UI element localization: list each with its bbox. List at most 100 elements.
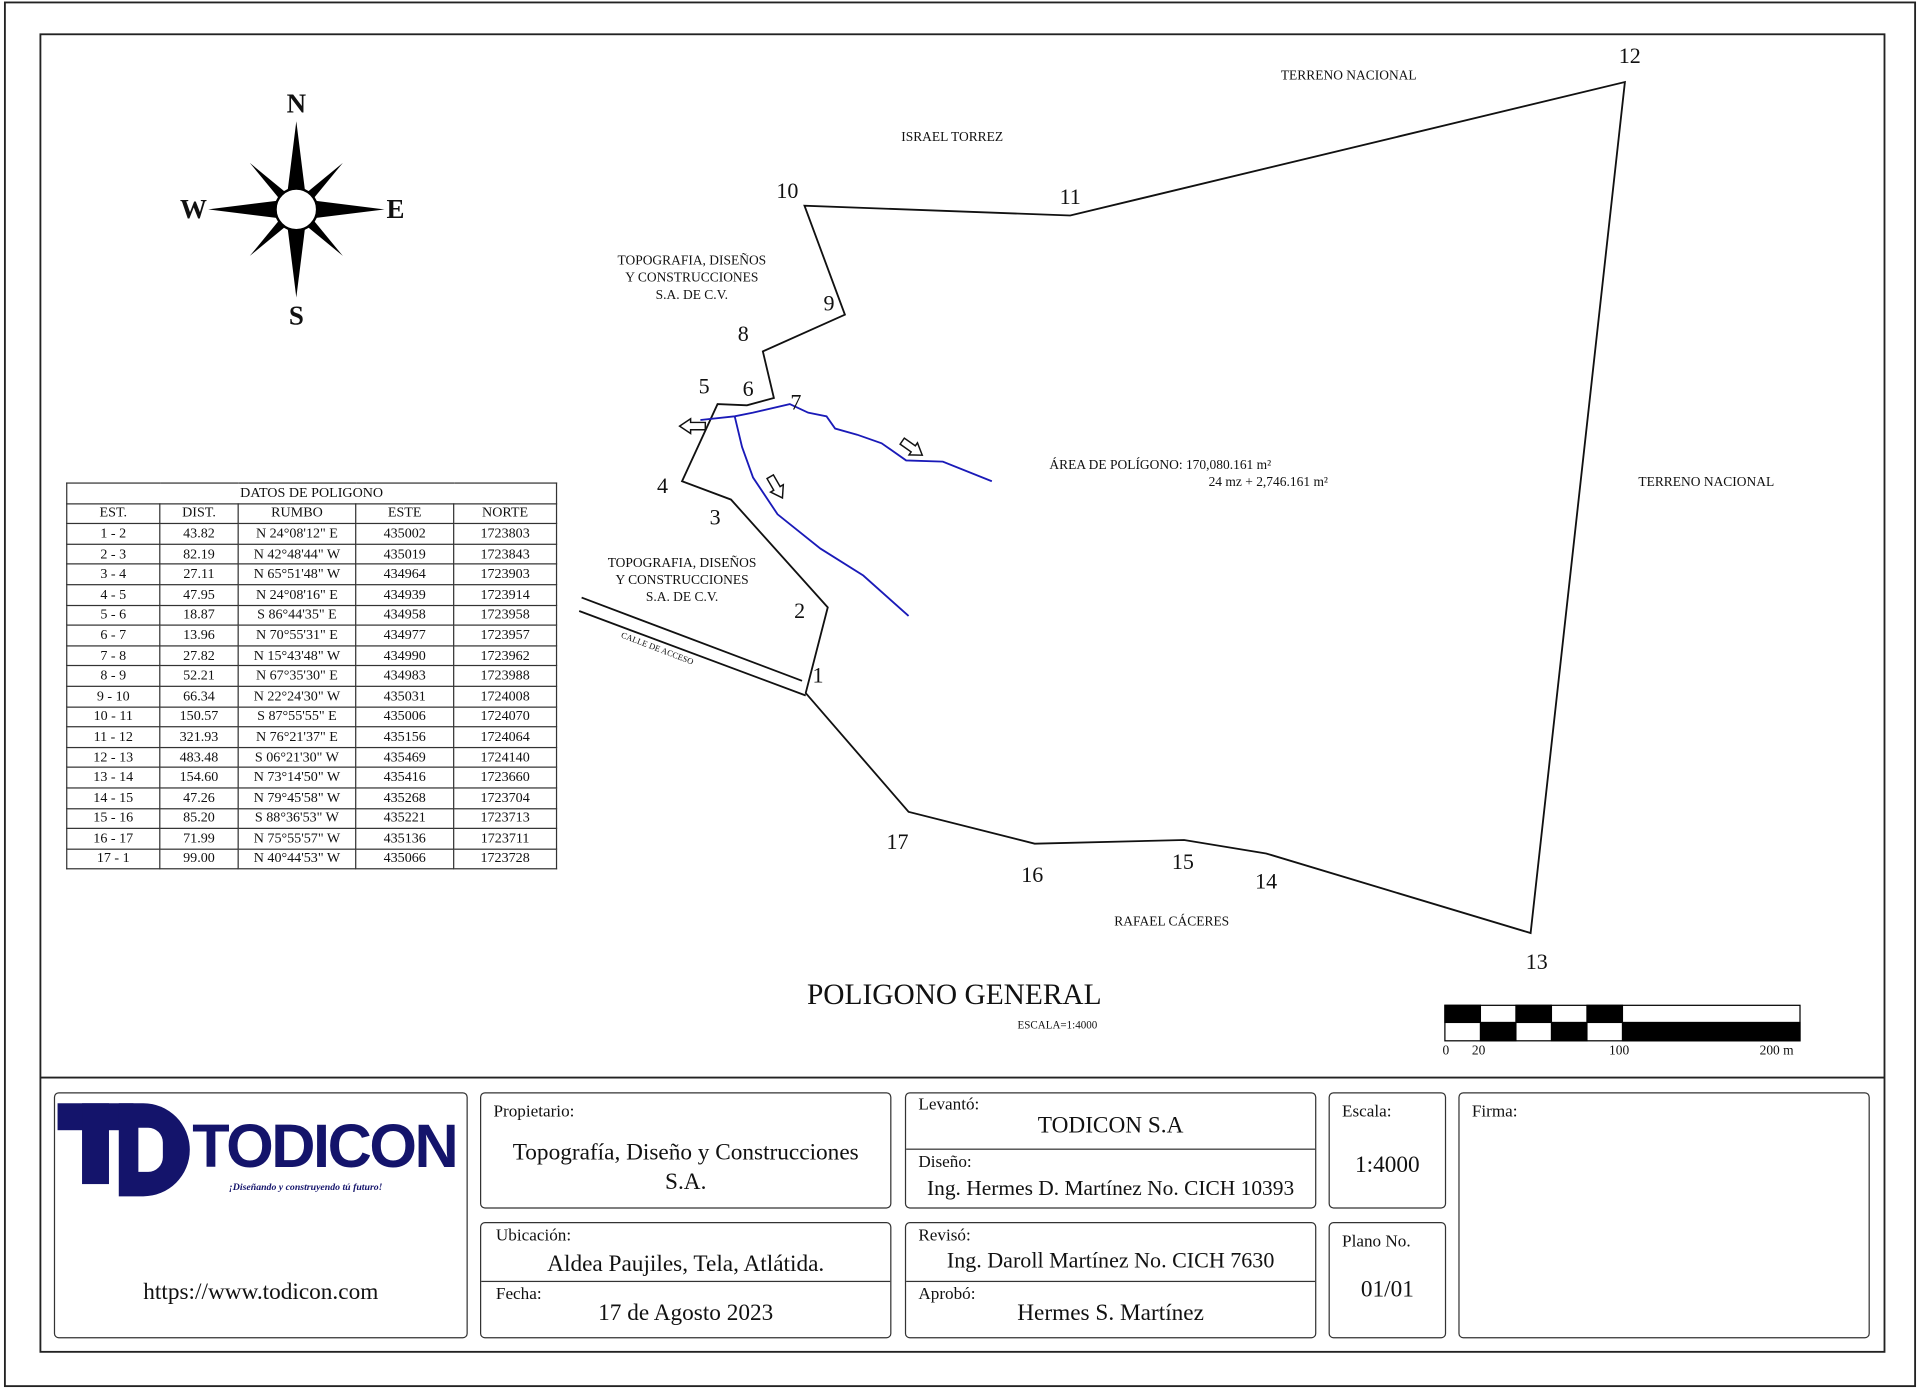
cell-rumbo: S 86°44'35" E [237,604,357,626]
date-label: Fecha: [495,1285,542,1305]
cell-este: 435136 [355,827,455,850]
cell-rumbo: S 87°55'55" E [237,705,357,728]
todicon-logo-mark [57,1103,193,1197]
scale-box: Escala: 1:4000 [1328,1092,1447,1209]
cell-rumbo: N 79°45'58" W [237,787,357,809]
cell-est: 2 - 3 [66,543,161,565]
cell-norte: 1723704 [453,787,558,809]
scale-label: 0 [1442,1043,1450,1058]
surveyed-by-label: Levantó: [918,1095,980,1115]
surveyed-designed-box: Levantó: TODICON S.A Diseño: Ing. Hermes… [904,1092,1317,1209]
cell-est: 6 - 7 [66,624,161,647]
drawing-scale-note: ESCALA=1:4000 [1017,1018,1098,1032]
signature-box: Firma: [1458,1092,1870,1339]
cell-dist: 13.96 [159,624,239,647]
cell-este: 434964 [355,563,455,586]
scale-box-label: Escala: [1342,1103,1392,1122]
cell-norte: 1724064 [453,726,558,748]
compass-rose-icon [208,121,385,298]
neighbor-line: Y CONSTRUCCIONES [625,270,759,286]
cell-este: 435066 [355,848,455,870]
cell-norte: 1724070 [453,705,558,728]
cell-est: 16 - 17 [66,827,161,850]
cell-este: 434939 [355,584,455,606]
sheet-number-box: Plano No. 01/01 [1328,1222,1447,1339]
cell-est: 3 - 4 [66,563,161,586]
cell-norte: 1723713 [453,807,558,830]
vertex-label: 2 [794,598,806,623]
reviewed-by-value: Ing. Daroll Martínez No. CICH 7630 [946,1247,1275,1273]
cell-rumbo: N 40°44'53" W [237,848,357,870]
graphic-scale-bar [1444,1004,1801,1042]
sheet-number-label: Plano No. [1342,1233,1411,1252]
cell-este: 434983 [355,665,455,687]
neighbor-west-1: TOPOGRAFIA, DISEÑOS Y CONSTRUCCIONES S.A… [600,252,784,303]
col-est: EST. [66,502,161,525]
table-title: DATOS DE POLIGONO [66,482,558,504]
cell-dist: 47.95 [159,584,239,606]
cell-norte: 1723914 [453,584,558,606]
owner-box: Propietario: Topografía, Diseño y Constr… [480,1092,892,1209]
cell-est: 17 - 1 [66,848,161,870]
cell-est: 15 - 16 [66,807,161,830]
col-rumbo: RUMBO [237,502,357,525]
cell-est: 11 - 12 [66,726,161,748]
cell-norte: 1723711 [453,827,558,850]
vertex-label: 17 [886,829,909,855]
location-box: Ubicación: Aldea Paujiles, Tela, Atlátid… [480,1222,892,1339]
cell-este: 435031 [355,685,455,708]
website-link[interactable]: https://www.todicon.com [143,1279,379,1306]
cell-este: 434990 [355,645,455,667]
compass-south: S [288,300,304,331]
flow-arrow-icon [678,417,924,500]
cell-este: 435002 [355,523,455,545]
cell-este: 434958 [355,604,455,626]
owner-value-2: S.A. [665,1169,707,1196]
sheet-number-value: 01/01 [1360,1277,1414,1303]
vertex-label: 8 [737,321,749,346]
vertex-label: 5 [698,374,710,399]
cell-dist: 52.21 [159,665,239,687]
cell-rumbo: N 65°51'48" W [237,563,357,586]
cell-norte: 1723988 [453,665,558,687]
neighbor-south: RAFAEL CÁCERES [1114,914,1230,930]
cell-dist: 47.26 [159,787,239,809]
cell-est: 9 - 10 [66,685,161,708]
vertex-label: 9 [823,290,835,316]
vertex-label: 3 [709,505,721,530]
cell-este: 435156 [355,726,455,748]
cell-rumbo: N 70°55'31" E [237,624,357,647]
cell-rumbo: N 76°21'37" E [237,726,357,748]
cell-norte: 1723962 [453,645,558,667]
designed-by-value: Ing. Hermes D. Martínez No. CICH 10393 [926,1175,1295,1201]
neighbor-east: TERRENO NACIONAL [1638,475,1775,490]
cell-este: 435416 [355,766,455,789]
cell-norte: 1724140 [453,746,558,769]
access-road [578,596,807,697]
cell-dist: 321.93 [159,726,239,748]
cell-este: 435268 [355,787,455,809]
scale-label: 200 m [1759,1043,1794,1058]
cell-dist: 85.20 [159,807,239,830]
cell-est: 10 - 11 [66,705,161,728]
vertex-label: 4 [656,473,668,498]
neighbor-line: S.A. DE C.V. [645,590,719,605]
location-value: Aldea Paujiles, Tela, Atlátida. [547,1251,825,1278]
vertex-label: 12 [1618,43,1641,68]
compass-west: W [180,193,207,225]
cell-rumbo: N 24°08'12" E [237,523,357,545]
owner-label: Propietario: [493,1103,575,1122]
neighbor-north: ISRAEL TORREZ [901,129,1004,145]
drawing-title: POLIGONO GENERAL [806,979,1102,1012]
scale-label: 100 [1608,1043,1630,1058]
neighbor-line: TOPOGRAFIA, DISEÑOS [617,253,767,269]
cell-rumbo: S 88°36'53" W [237,807,357,830]
area-label: ÁREA DE POLÍGONO: 170,080.161 m² 24 mz +… [1049,457,1328,491]
